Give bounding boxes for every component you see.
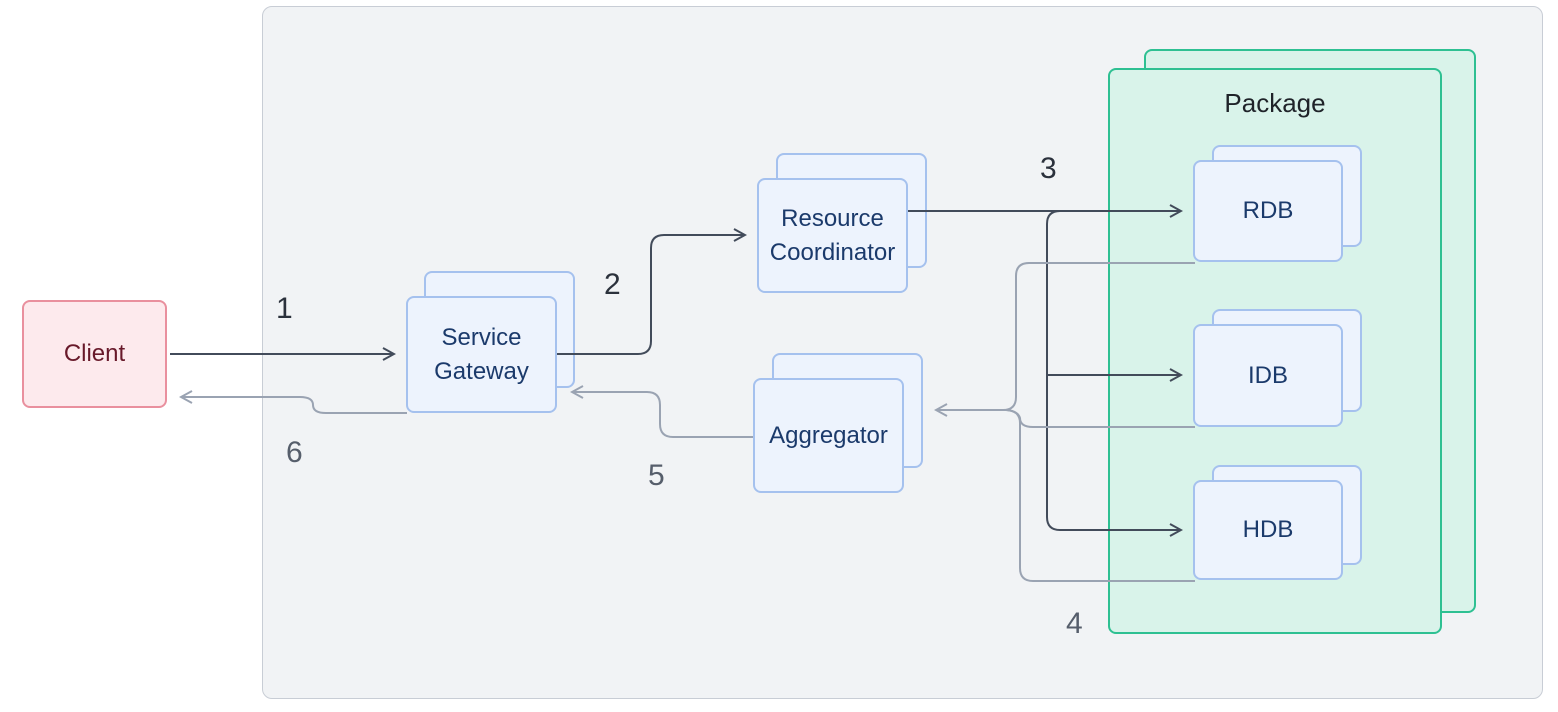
step-label-3: 3	[1040, 152, 1057, 185]
step-label-1: 1	[276, 292, 293, 325]
node-resource-coordinator-label: Resource Coordinator	[769, 204, 896, 266]
node-rdb: RDB	[1193, 160, 1343, 262]
node-rdb-label: RDB	[1242, 197, 1294, 225]
node-idb-label: IDB	[1247, 361, 1288, 389]
step-label-2: 2	[604, 268, 621, 301]
node-client-label: Client	[63, 340, 126, 367]
node-hdb-label: HDB	[1242, 516, 1294, 544]
step-label-4: 4	[1066, 607, 1083, 640]
node-client: Client	[22, 300, 167, 408]
node-aggregator-label: Aggregator	[769, 421, 888, 449]
node-service-gateway: Service Gateway	[406, 296, 557, 413]
node-service-gateway-label: Service Gateway	[434, 323, 529, 385]
node-idb: IDB	[1193, 324, 1343, 427]
step-label-6: 6	[286, 436, 303, 469]
node-aggregator: Aggregator	[753, 378, 904, 493]
package-label: Package	[1224, 88, 1326, 118]
node-hdb: HDB	[1193, 480, 1343, 580]
node-resource-coordinator: Resource Coordinator	[757, 178, 908, 293]
step-label-5: 5	[648, 459, 665, 492]
